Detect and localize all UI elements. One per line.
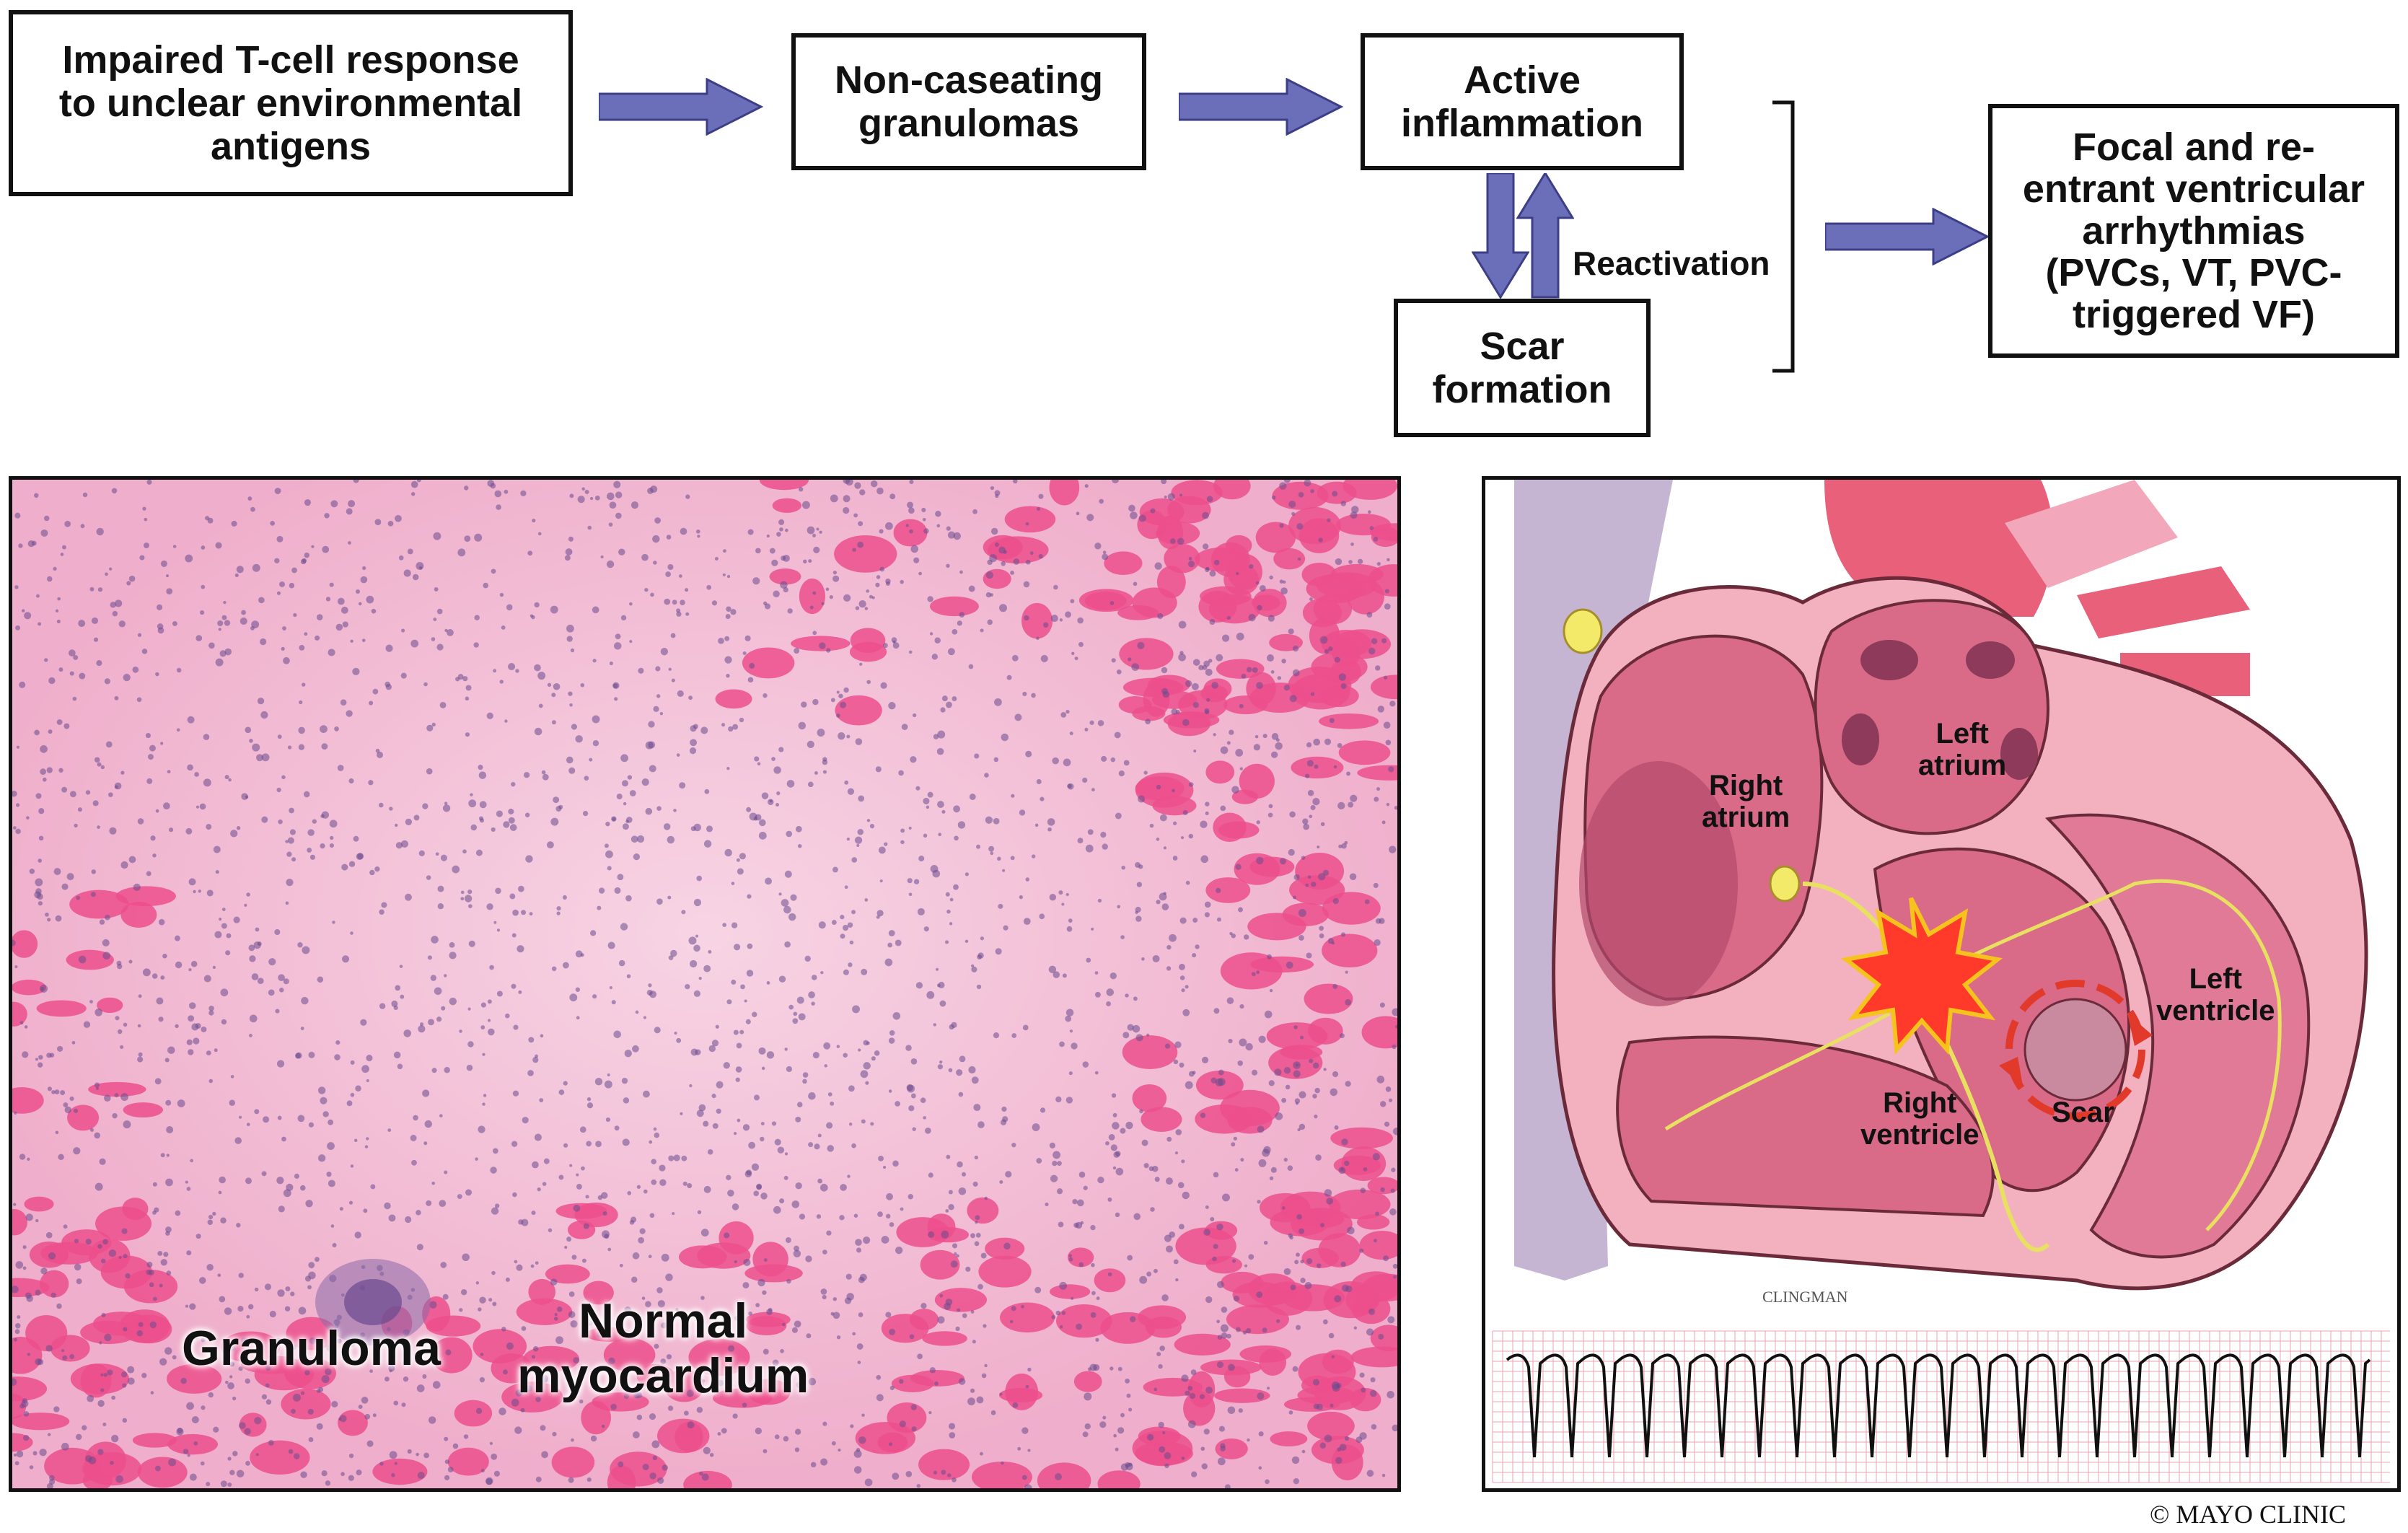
right-atrium-label: Right atrium [1702,770,1790,833]
arrow-right-3 [1825,208,1990,265]
left-ventricle-label: Left ventricle [2156,963,2275,1027]
granuloma-label: Granuloma [182,1321,441,1376]
right-ventricle-label: Right ventricle [1860,1087,1979,1151]
left-atrium-label: Left atrium [1918,718,2007,781]
reactivation-label: Reactivation [1573,245,1770,282]
heart-panel: Right atrium Left atrium Left ventricle … [1482,476,2401,1492]
histology-panel: Granuloma Normal myocardium [9,476,1401,1492]
copyright-label: © MAYO CLINIC [2150,1500,2347,1529]
box-active-inflammation: Active inflammation [1361,33,1684,170]
arrow-up [1516,173,1574,299]
box-scar-formation: Scar formation [1394,299,1651,437]
heart-illustration [1492,480,2390,1483]
box-non-caseating-granulomas: Non-caseating granulomas [791,33,1146,170]
arrow-right-2 [1179,78,1344,136]
box-impaired-t-cell: Impaired T-cell response to unclear envi… [9,10,573,196]
arrow-down [1472,173,1529,299]
histology-image [12,480,1397,1488]
arrow-right-1 [599,78,764,136]
scar-label: Scar [2052,1097,2114,1128]
clingman-signature: CLINGMAN [1762,1288,1848,1306]
normal-myocardium-label: Normal myocardium [517,1293,809,1403]
box-ventricular-arrhythmias: Focal and re- entrant ventricular arrhyt… [1988,104,2399,358]
bracket [1772,100,1795,373]
